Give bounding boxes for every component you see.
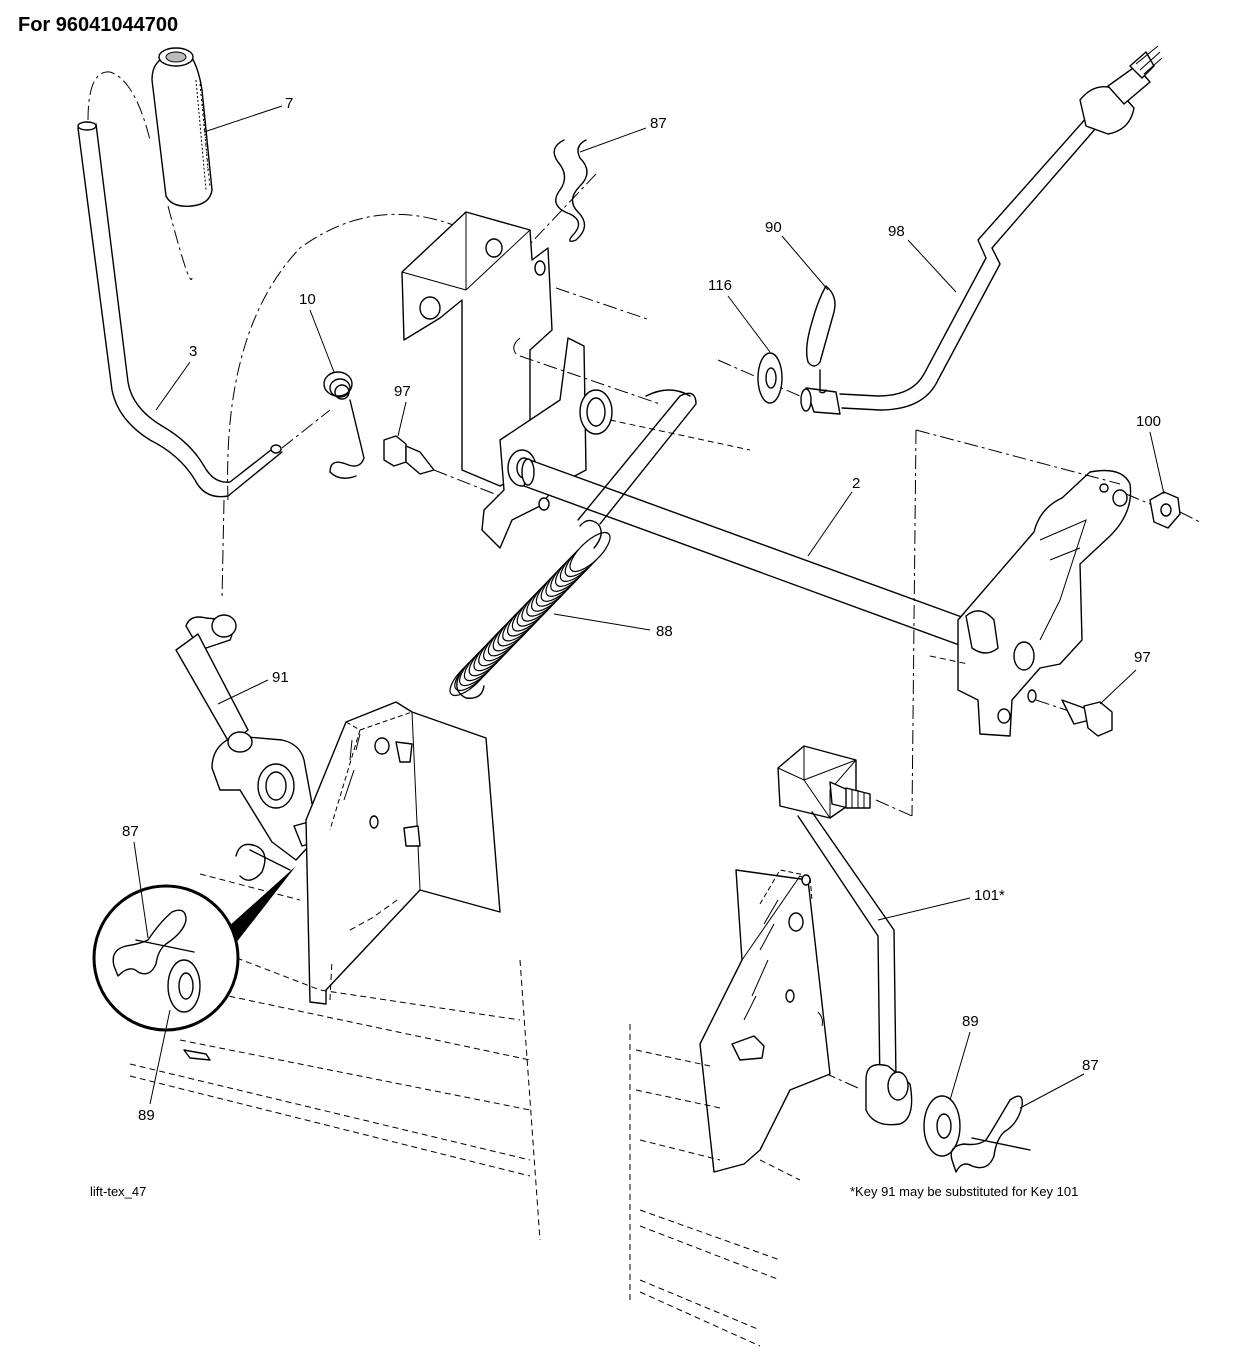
- callout-3: 3: [189, 343, 198, 360]
- lift-bracket: [401, 211, 651, 487]
- hex-nut: [1149, 491, 1201, 529]
- callout-10: 10: [299, 291, 316, 308]
- mower-deck-outline-right: [629, 1024, 801, 1347]
- figure-code: lift-tex_47: [90, 1184, 147, 1199]
- hairpin-clip-top: [529, 139, 597, 245]
- callout-88: 88: [656, 623, 673, 640]
- spring-coil: [569, 531, 611, 573]
- callout-98: 98: [888, 223, 905, 240]
- flat-washer-89-right: [923, 1095, 961, 1157]
- callout-87: 87: [122, 823, 139, 840]
- mower-deck-outline-left: [129, 873, 541, 1241]
- callout-91: 91: [272, 669, 289, 686]
- callout-100: 100: [1136, 413, 1162, 430]
- cotter-pin: [805, 285, 836, 394]
- callout-89: 89: [138, 1107, 155, 1124]
- lift-lever: [77, 121, 331, 601]
- extension-spring: [449, 519, 611, 699]
- callout-89: 89: [962, 1013, 979, 1030]
- shoulder-bolt-left: [383, 435, 511, 501]
- lift-rod: [717, 45, 1163, 415]
- page-title: For 96041044700: [18, 14, 179, 36]
- callout-116: 116: [708, 277, 732, 294]
- footnote: *Key 91 may be substituted for Key 101: [850, 1184, 1079, 1199]
- detail-circle: [92, 866, 296, 1032]
- left-deck-plate: [305, 701, 501, 1005]
- shoulder-bolt-right: [1061, 699, 1113, 737]
- hairpin-clip-right: [950, 1095, 1031, 1173]
- callout-2: 2: [852, 475, 861, 492]
- torsion-spring: [323, 371, 365, 479]
- spring-hook: [579, 519, 602, 549]
- callout-97: 97: [1134, 649, 1151, 666]
- lever-grip: [87, 47, 213, 280]
- callout-7: 7: [285, 95, 294, 112]
- callout-101: 101*: [974, 887, 1005, 904]
- flat-washer-116: [757, 352, 783, 404]
- right-lift-plate: [929, 469, 1151, 737]
- callout-90: 90: [765, 219, 782, 236]
- spring-hook: [456, 669, 485, 699]
- callout-97: 97: [394, 383, 411, 400]
- callout-87: 87: [1082, 1057, 1099, 1074]
- right-deck-plate: [699, 869, 831, 1173]
- callout-87: 87: [650, 115, 667, 132]
- leader-lines: [133, 105, 1165, 1109]
